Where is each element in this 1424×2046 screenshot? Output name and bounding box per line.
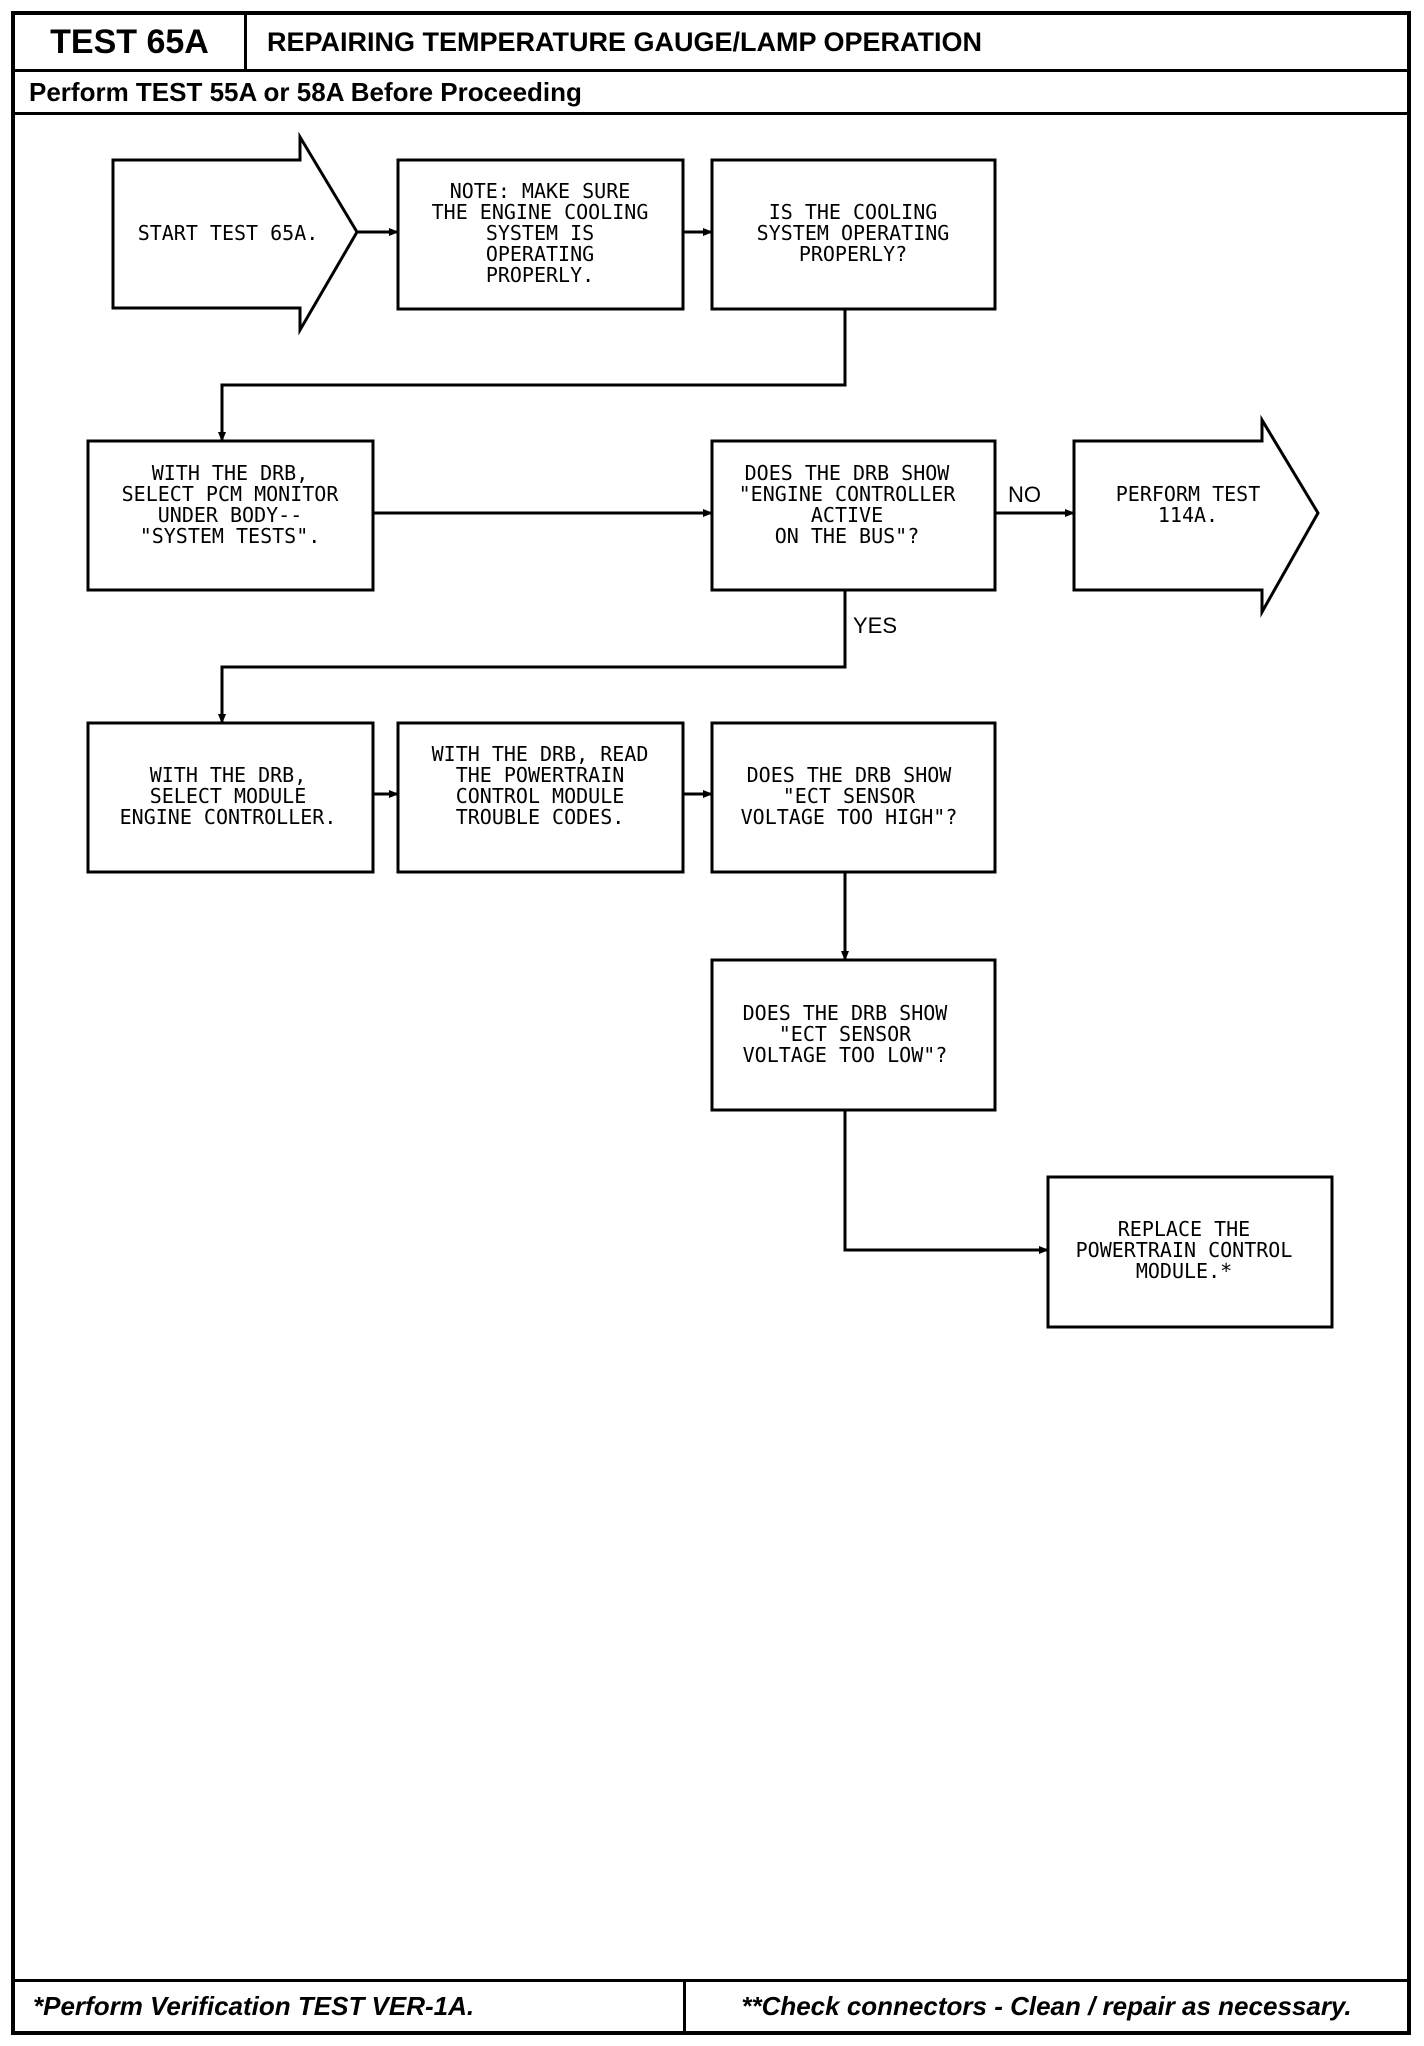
no-label: NO [1008, 482, 1041, 507]
page-title: REPAIRING TEMPERATURE GAUGE/LAMP OPERATI… [267, 26, 983, 57]
replace-pcm-node: REPLACE THE POWERTRAIN CONTROL MODULE.* [1046, 1175, 1334, 1329]
bus-q-line-2: "ENGINE CONTROLLER [739, 482, 957, 506]
ect-high-line-2: "ECT SENSOR [783, 784, 916, 808]
arrow-ect-low-to-replace [843, 1110, 1049, 1254]
bus-q-line-1: DOES THE DRB SHOW [745, 461, 951, 485]
read-codes-node: WITH THE DRB, READ THE POWERTRAIN CONTRO… [396, 721, 685, 874]
bus-q-line-4: ON THE BUS"? [775, 524, 920, 548]
perform-114a-node: PERFORM TEST 114A. [1072, 414, 1320, 618]
arrow-cooling-to-select-pcm [218, 309, 847, 442]
note-line-4: OPERATING [486, 242, 594, 266]
select-module-line-1: WITH THE DRB, [150, 763, 307, 787]
note-line-3: SYSTEM IS [486, 221, 594, 245]
select-module-line-3: ENGINE CONTROLLER. [120, 805, 337, 829]
select-pcm-line-1: WITH THE DRB, [152, 461, 309, 485]
perform-114a-line-1: PERFORM TEST [1116, 482, 1261, 506]
ect-high-question-node: DOES THE DRB SHOW "ECT SENSOR VOLTAGE TO… [710, 721, 997, 874]
yes-label: YES [853, 613, 897, 638]
connectors [218, 228, 1075, 1254]
cooling-question-node: IS THE COOLING SYSTEM OPERATING PROPERLY… [710, 158, 997, 311]
ect-low-question-node: DOES THE DRB SHOW "ECT SENSOR VOLTAGE TO… [710, 958, 997, 1112]
footer-verification-note: *Perform Verification TEST VER-1A. [15, 1982, 686, 2031]
ect-low-line-1: DOES THE DRB SHOW [743, 1001, 949, 1025]
read-codes-line-2: THE POWERTRAIN [456, 763, 625, 787]
select-module-node: WITH THE DRB, SELECT MODULE ENGINE CONTR… [86, 721, 375, 874]
test-page: TEST 65A REPAIRING TEMPERATURE GAUGE/LAM… [11, 11, 1411, 2035]
select-module-line-2: SELECT MODULE [150, 784, 307, 808]
note-node: NOTE: MAKE SURE THE ENGINE COOLING SYSTE… [396, 158, 685, 311]
perform-114a-line-2: 114A. [1158, 503, 1218, 527]
note-line-1: NOTE: MAKE SURE [450, 179, 631, 203]
bus-question-node: DOES THE DRB SHOW "ENGINE CONTROLLER ACT… [710, 439, 997, 592]
ect-high-line-3: VOLTAGE TOO HIGH"? [741, 805, 958, 829]
note-line-5: PROPERLY. [486, 263, 594, 287]
arrow-bus-yes [218, 590, 847, 724]
ect-low-line-2: "ECT SENSOR [779, 1022, 912, 1046]
ect-high-line-1: DOES THE DRB SHOW [747, 763, 953, 787]
read-codes-line-3: CONTROL MODULE [456, 784, 625, 808]
select-pcm-node: WITH THE DRB, SELECT PCM MONITOR UNDER B… [86, 439, 375, 592]
start-node-text: START TEST 65A. [138, 221, 319, 245]
replace-pcm-line-2: POWERTRAIN CONTROL [1076, 1238, 1293, 1262]
note-line-2: THE ENGINE COOLING [432, 200, 649, 224]
read-codes-line-4: TROUBLE CODES. [456, 805, 625, 829]
select-pcm-line-2: SELECT PCM MONITOR [122, 482, 340, 506]
test-id: TEST 65A [15, 15, 247, 69]
bus-q-line-3: ACTIVE [811, 503, 883, 527]
header-row: TEST 65A REPAIRING TEMPERATURE GAUGE/LAM… [15, 15, 1407, 72]
replace-pcm-line-1: REPLACE THE [1118, 1217, 1250, 1241]
cooling-q-line-1: IS THE COOLING [769, 200, 938, 224]
start-node: START TEST 65A. [111, 131, 359, 336]
prerequisite-note: Perform TEST 55A or 58A Before Proceedin… [15, 72, 1407, 115]
replace-pcm-line-3: MODULE.* [1136, 1259, 1232, 1283]
select-pcm-line-4: "SYSTEM TESTS". [140, 524, 321, 548]
read-codes-line-1: WITH THE DRB, READ [432, 742, 649, 766]
cooling-q-line-3: PROPERLY? [799, 242, 907, 266]
select-pcm-line-3: UNDER BODY-- [158, 503, 303, 527]
footer-connector-note: **Check connectors - Clean / repair as n… [741, 1991, 1352, 2021]
ect-low-line-3: VOLTAGE TOO LOW"? [743, 1043, 948, 1067]
cooling-q-line-2: SYSTEM OPERATING [757, 221, 950, 245]
footer: *Perform Verification TEST VER-1A. **Che… [15, 1979, 1407, 2031]
